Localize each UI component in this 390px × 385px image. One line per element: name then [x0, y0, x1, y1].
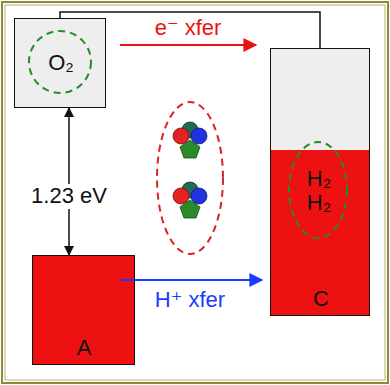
label-holder: H⁺ xfer [155, 288, 225, 312]
transfer-label: e⁻ xfer [155, 16, 222, 40]
frame [2, 2, 388, 383]
energy-arrow [68, 108, 70, 255]
label-holder: e⁻ xfer [155, 16, 222, 40]
box-fill [270, 150, 370, 316]
cathode-box: H₂ H₂ C [270, 48, 370, 316]
box-label: O₂ [48, 51, 74, 75]
box-fill [14, 18, 106, 108]
proton-arrow [120, 279, 262, 281]
box-label: A [77, 336, 92, 360]
dashed-outlines [29, 31, 347, 238]
text-holder: H₂ H₂ [299, 167, 339, 215]
frame-inner [5, 5, 385, 380]
oxygen-box: O₂ [14, 18, 106, 108]
molecule [173, 182, 207, 218]
box-fill [32, 255, 135, 365]
box-fills [14, 18, 370, 365]
text-holder: A [77, 336, 92, 360]
box-fill [270, 48, 370, 150]
electron-arrow [120, 44, 256, 46]
product-label: H₂ H₂ [299, 167, 339, 215]
anode-box: A [32, 255, 135, 365]
energy-label: 1.23 eV [29, 184, 109, 208]
transfer-label: H⁺ xfer [155, 288, 225, 312]
molecule [173, 122, 207, 158]
label-holder: 1.23 eV [29, 184, 109, 208]
text-holder: O₂ [48, 51, 74, 75]
molecule-outline [29, 31, 91, 93]
catalyst-ellipse [157, 102, 223, 254]
box-label: C [313, 287, 329, 311]
molecule-outline [289, 142, 347, 238]
text-holder: C [313, 287, 329, 311]
